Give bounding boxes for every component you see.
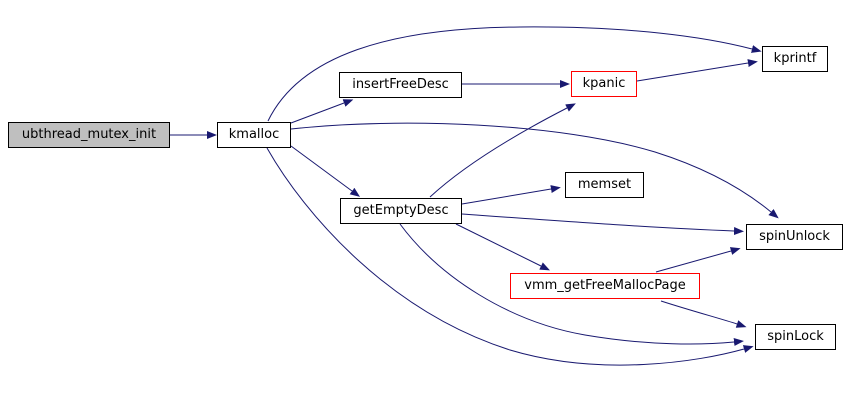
edge-getEmptyDesc-spinLock [399, 223, 744, 346]
node-ubthread-mutex-init: ubthread_mutex_init [8, 122, 170, 148]
edge-kpanic-kprintf [636, 59, 758, 82]
edge-kmalloc-getEmptyDesc [290, 145, 361, 197]
edge-getEmptyDesc-spinUnlock [461, 213, 744, 235]
edge-kmalloc-spinUnlock [290, 122, 779, 219]
edge-vmm_getFreeMallocPage-spinLock [660, 300, 747, 328]
node-vmm-getfreemallocpage[interactable]: vmm_getFreeMallocPage [510, 273, 700, 299]
edge-vmm_getFreeMallocPage-spinUnlock [655, 247, 741, 273]
node-spinunlock[interactable]: spinUnlock [746, 224, 843, 250]
edge-kmalloc-insertFreeDesc [290, 99, 354, 124]
node-insertfreedesc[interactable]: insertFreeDesc [339, 72, 462, 98]
node-kprintf[interactable]: kprintf [762, 46, 828, 72]
node-kpanic[interactable]: kpanic [571, 71, 637, 97]
edge-getEmptyDesc-kpanic [429, 103, 576, 198]
node-spinlock[interactable]: spinLock [755, 324, 836, 350]
edge-kmalloc-spinLock [266, 147, 754, 366]
edge-getEmptyDesc-memset [461, 185, 561, 205]
node-getemptydesc[interactable]: getEmptyDesc [340, 198, 462, 224]
node-memset[interactable]: memset [565, 172, 644, 198]
edge-kmalloc-kprintf [267, 26, 762, 122]
edge-getEmptyDesc-vmm_getFreeMallocPage [455, 223, 550, 271]
node-kmalloc[interactable]: kmalloc [217, 122, 291, 148]
